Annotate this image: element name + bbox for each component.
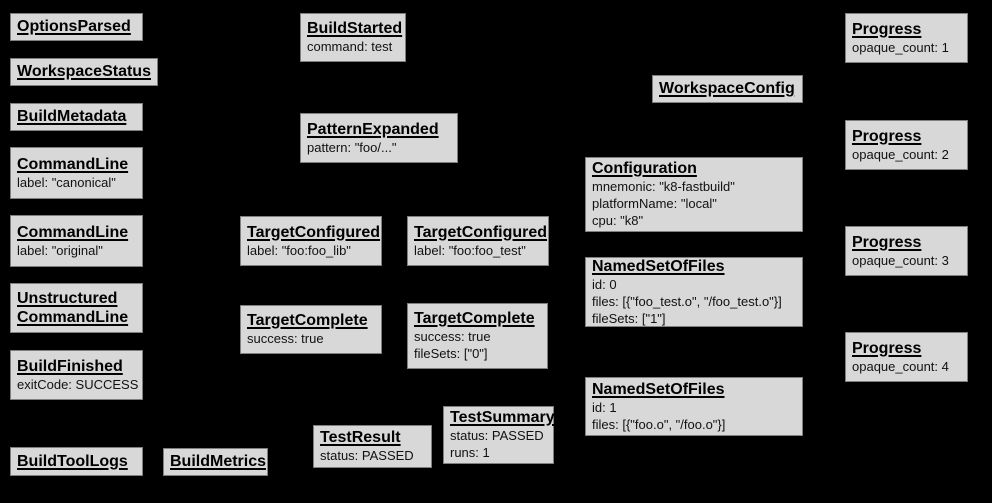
node-attribute: label: "foo:foo_test" — [414, 242, 526, 258]
node-attribute: platformName: "local" — [592, 196, 717, 211]
node-attribute: runs: 1 — [450, 445, 490, 460]
node-title: TargetComplete — [247, 312, 368, 329]
node-title: CommandLine — [17, 155, 129, 173]
node-title: CommandLine — [17, 223, 129, 241]
node-attribute: success: true — [247, 331, 324, 346]
node-unstructured-command-line: Unstructured CommandLine — [10, 283, 143, 333]
node-attribute: command: test — [307, 39, 393, 54]
node-attribute: mnemonic: "k8-fastbuild" — [592, 179, 735, 194]
node-title: BuildStarted — [307, 20, 403, 37]
node-workspace-status: WorkspaceStatus — [10, 58, 158, 86]
node-title: Unstructured CommandLine — [17, 289, 129, 326]
node-title: WorkspaceStatus — [17, 63, 151, 80]
node-attribute: files: [{"foo_test.o", "/foo_test.o"}] — [592, 293, 782, 309]
node-build-tool-logs: BuildToolLogs — [10, 447, 143, 476]
node-title: WorkspaceConfig — [659, 80, 795, 97]
node-title: BuildMetrics — [170, 453, 267, 470]
node-attribute: cpu: "k8" — [592, 213, 644, 228]
node-attribute: opaque_count: 4 — [852, 358, 949, 374]
node-title: Progress — [852, 339, 922, 357]
node-attribute: label: "foo:foo_lib" — [247, 242, 351, 258]
node-attribute: opaque_count: 2 — [852, 146, 949, 162]
node-attribute: id: 1 — [592, 399, 617, 415]
node-attribute: label: "canonical" — [17, 174, 116, 190]
node-build-started: BuildStarted command: test — [300, 13, 406, 62]
node-configuration: Configuration mnemonic: "k8-fastbuild" pla… — [585, 157, 803, 232]
node-attribute: status: PASSED — [450, 428, 544, 443]
node-title: Progress — [852, 127, 922, 145]
node-title: OptionsParsed — [17, 18, 131, 35]
node-title: Progress — [852, 233, 922, 251]
node-title: NamedSetOfFiles — [592, 380, 725, 398]
node-test-result: TestResult status: PASSED — [313, 425, 432, 468]
node-title: TestResult — [320, 429, 401, 446]
node-target-complete-lib: TargetComplete success: true — [240, 305, 382, 354]
node-title: BuildFinished — [17, 357, 123, 375]
node-attribute: success: true — [414, 329, 491, 344]
node-title: TargetComplete — [414, 310, 535, 327]
node-attribute: opaque_count: 1 — [852, 39, 949, 55]
node-test-summary: TestSummary status: PASSED runs: 1 — [443, 406, 555, 464]
node-title: NamedSetOfFiles — [592, 257, 725, 275]
node-build-metadata: BuildMetadata — [10, 103, 143, 131]
node-title: PatternExpanded — [307, 120, 439, 138]
node-attribute: label: "original" — [17, 242, 103, 258]
node-workspace-config: WorkspaceConfig — [652, 75, 803, 103]
node-attribute: status: PASSED — [320, 448, 414, 463]
node-attribute: files: [{"foo.o", "/foo.o"}] — [592, 416, 726, 432]
node-options-parsed: OptionsParsed — [10, 13, 143, 41]
node-title: TestSummary — [450, 409, 555, 426]
node-title: BuildMetadata — [17, 108, 127, 125]
node-attribute: fileSets: ["1"] — [592, 310, 666, 326]
node-attribute: exitCode: SUCCESS — [17, 376, 139, 392]
node-title: Progress — [852, 20, 922, 38]
node-title: BuildToolLogs — [17, 452, 128, 470]
node-build-metrics: BuildMetrics — [163, 448, 268, 476]
node-attribute: id: 0 — [592, 276, 617, 292]
node-title: TargetConfigured — [247, 223, 381, 241]
node-attribute: pattern: "foo/..." — [307, 139, 397, 155]
node-attribute: opaque_count: 3 — [852, 252, 949, 268]
node-target-complete-test: TargetComplete success: true fileSets: ["0… — [407, 303, 548, 369]
node-title: TargetConfigured — [414, 223, 548, 241]
node-title: Configuration — [592, 160, 697, 177]
node-attribute: fileSets: ["0"] — [414, 346, 488, 361]
